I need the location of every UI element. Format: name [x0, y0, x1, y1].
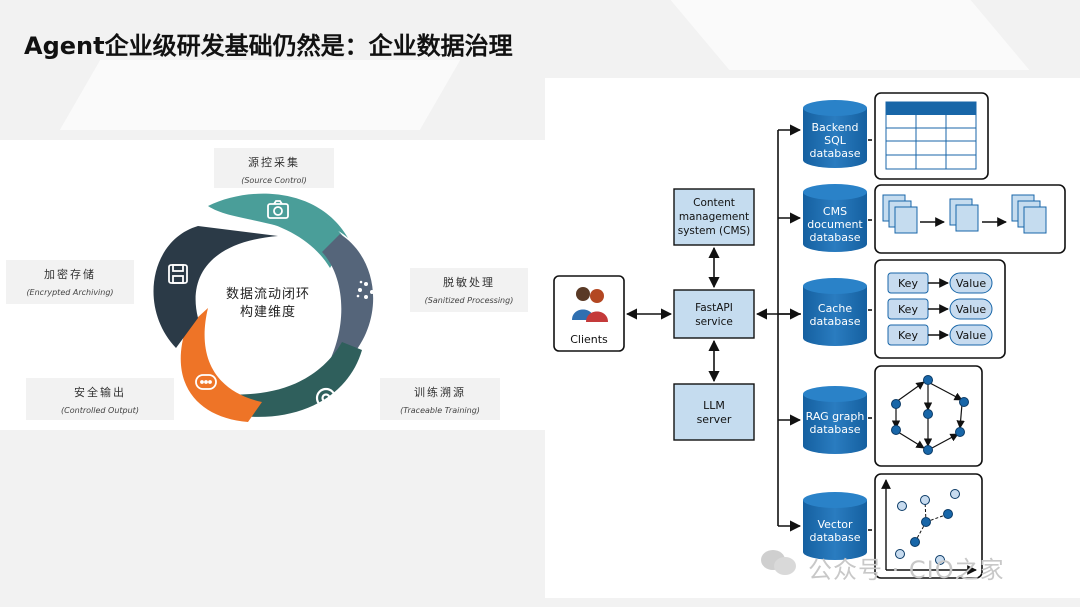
cms-label-2: management: [679, 211, 749, 223]
cms-label-1: Content: [693, 197, 735, 209]
kv-key: Key: [898, 303, 918, 316]
stage-zh: 安全输出: [74, 386, 126, 399]
sql-table-panel: [874, 92, 989, 180]
refresh-search-icon: [315, 387, 338, 410]
kv-value: Value: [956, 303, 986, 316]
db-label: SQL: [824, 134, 847, 147]
watermark: 公众号 · CIO之家: [808, 550, 1005, 585]
db-label: CMS: [823, 205, 847, 218]
db-rag-graph: RAG graph database: [803, 386, 867, 454]
cms-label-3: system (CMS): [678, 225, 751, 237]
kv-value: Value: [956, 277, 986, 290]
db-label: database: [810, 423, 861, 436]
segment-source-control-body: [220, 199, 346, 268]
db-backend-sql: Backend SQL database: [803, 100, 867, 168]
stage-zh: 脱敏处理: [443, 276, 495, 289]
people-icon: [572, 287, 608, 322]
fastapi-label-1: FastAPI: [695, 302, 733, 314]
fastapi-node: FastAPI service: [673, 289, 755, 339]
stage-label-sanitized: 脱敏处理 (Sanitized Processing): [410, 268, 528, 312]
stage-en: (Controlled Output): [61, 406, 139, 415]
db-label: database: [810, 315, 861, 328]
watermark-text: 公众号 · CIO之家: [808, 556, 1005, 584]
stage-label-encrypted: 加密存储 (Encrypted Archiving): [6, 260, 134, 304]
kv-key: Key: [898, 329, 918, 342]
connectors: [625, 124, 872, 532]
llm-label-1: LLM: [703, 399, 725, 412]
segment-traceable: [222, 342, 362, 417]
kv-panel: Key Value Key Value Key Value: [874, 259, 1006, 359]
stage-en: (Encrypted Archiving): [26, 288, 114, 297]
db-label: Cache: [818, 302, 852, 315]
kv-value: Value: [956, 329, 986, 342]
clients-label: Clients: [570, 333, 608, 346]
stage-label-source-control: 源控采集 (Source Control): [214, 148, 334, 188]
camera-icon: [267, 200, 289, 219]
db-cms-document: CMS document database: [803, 184, 867, 252]
segment-encrypted: [153, 226, 278, 348]
stage-zh: 训练溯源: [414, 386, 466, 399]
db-label: database: [810, 231, 861, 244]
stage-en: (Sanitized Processing): [424, 296, 514, 305]
wechat-icon: [761, 550, 796, 575]
llm-label-2: server: [697, 413, 732, 426]
save-disk-icon: [168, 264, 188, 284]
document-panel: [874, 184, 1066, 254]
stage-zh: 源控采集: [248, 156, 300, 169]
db-label: RAG graph: [806, 410, 865, 423]
cms-node: Content management system (CMS): [673, 188, 755, 246]
segment-controlled-output: [180, 308, 262, 422]
db-label: document: [807, 218, 863, 231]
kv-row: Key Value: [887, 324, 993, 346]
cycle-center-line2: 构建维度: [240, 304, 296, 320]
kv-row: Key Value: [887, 298, 993, 320]
output-arrows-icon: [195, 374, 217, 390]
vector-panel: [874, 473, 983, 579]
stage-label-controlled-output: 安全输出 (Controlled Output): [26, 378, 174, 420]
kv-key: Key: [898, 277, 918, 290]
kv-row: Key Value: [887, 272, 993, 294]
graph-panel: [874, 365, 983, 467]
db-label: database: [810, 531, 861, 544]
stage-label-traceable: 训练溯源 (Traceable Training): [380, 378, 500, 420]
sparkle-icon: [356, 280, 374, 299]
cycle-center: [210, 240, 334, 364]
cycle-center-line1: 数据流动闭环: [226, 287, 310, 302]
db-label: Vector: [817, 518, 853, 531]
db-vector: Vector database: [803, 492, 867, 560]
segment-sanitized: [322, 234, 374, 368]
db-label: Backend: [811, 121, 858, 134]
stage-en: (Traceable Training): [400, 406, 480, 415]
document-stack-icon: [882, 194, 1047, 234]
llm-node: LLM server: [673, 383, 755, 441]
page-title: Agent企业级研发基础仍然是：企业数据治理: [24, 32, 513, 60]
stage-zh: 加密存储: [44, 268, 96, 281]
db-cache: Cache database: [803, 278, 867, 346]
fastapi-label-2: service: [695, 316, 733, 328]
clients-node: Clients: [553, 275, 625, 352]
stage-en: (Source Control): [241, 176, 307, 185]
db-label: database: [810, 147, 861, 160]
